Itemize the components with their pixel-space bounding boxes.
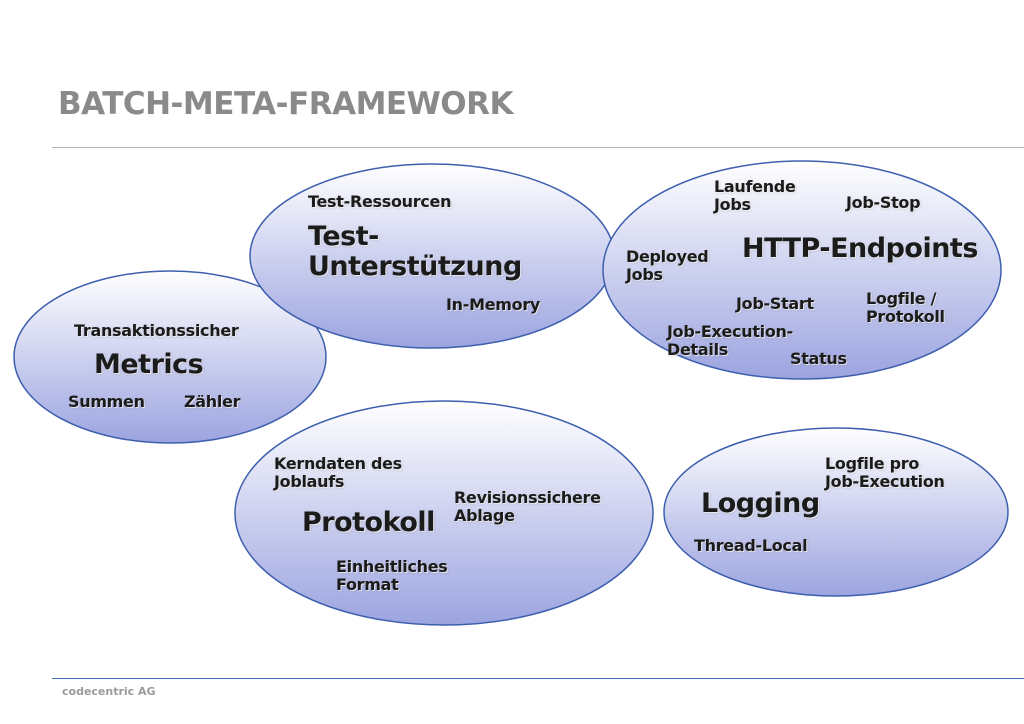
- bubble-http-heading: HTTP-Endpoints: [742, 233, 978, 264]
- term-logfile-protokoll: Logfile / Protokoll: [866, 289, 945, 327]
- term-test-ressourcen: Test-Ressourcen: [308, 192, 452, 211]
- bubble-http-endpoints: [602, 160, 1002, 380]
- term-laufende-jobs: Laufende Jobs: [714, 177, 796, 215]
- term-in-memory: In-Memory: [446, 295, 541, 314]
- bubble-metrics: [13, 270, 327, 444]
- term-job-execution-details: Job-Execution- Details: [667, 322, 793, 360]
- term-job-stop: Job-Stop: [846, 193, 921, 212]
- term-job-start: Job-Start: [736, 294, 814, 313]
- bubble-metrics-heading: Metrics: [94, 349, 204, 380]
- term-deployed-jobs: Deployed Jobs: [626, 247, 709, 285]
- term-zaehler: Zähler: [184, 392, 241, 411]
- title-divider: [52, 147, 1024, 148]
- term-kerndaten-des-joblaufs: Kerndaten des Joblaufs: [274, 454, 402, 492]
- footer-company: codecentric AG: [62, 685, 156, 698]
- term-revisionssichere-ablage: Revisionssichere Ablage: [454, 488, 601, 526]
- bubble-logging-heading: Logging: [701, 488, 820, 519]
- term-transaktionssicher: Transaktionssicher: [74, 321, 239, 340]
- bubble-test-heading: Test- Unterstützung: [308, 221, 522, 282]
- term-logfile-pro-job-execution: Logfile pro Job-Execution: [825, 454, 945, 492]
- slide-title: BATCH-META-FRAMEWORK: [58, 86, 514, 122]
- term-einheitliches-format: Einheitliches Format: [336, 557, 448, 595]
- bubble-logging: [663, 427, 1009, 597]
- bubble-protokoll: [234, 400, 654, 626]
- footer-divider: [52, 678, 1024, 679]
- term-thread-local: Thread-Local: [694, 536, 808, 555]
- bubble-protokoll-heading: Protokoll: [302, 507, 435, 538]
- term-status: Status: [790, 349, 847, 368]
- term-summen: Summen: [68, 392, 145, 411]
